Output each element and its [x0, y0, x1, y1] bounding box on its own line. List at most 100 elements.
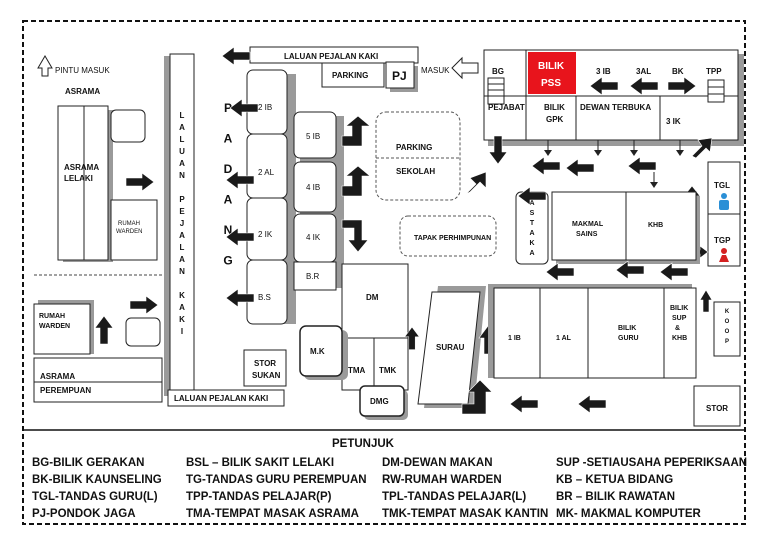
room-br: B.R	[306, 272, 320, 281]
laluan-bottom-label: LALUAN PEJALAN KAKI	[174, 394, 268, 403]
astaka-letter: A	[529, 230, 534, 237]
walkway-bottom: LALUAN PEJALAN KAKI	[167, 389, 285, 407]
legend-entry: KB – KETUA BIDANG	[556, 474, 673, 486]
padang-letter: N	[224, 223, 233, 237]
laluan-vertical-letter: L	[180, 243, 185, 252]
rumah-warden-bot-2: WARDEN	[39, 323, 70, 330]
legend-entry: TGL-TANDAS GURU(L)	[32, 491, 158, 503]
legend-title: PETUNJUK	[332, 438, 395, 450]
laluan-vertical-letter: N	[179, 267, 185, 276]
legend: PETUNJUK BG-BILIK GERAKAN BSL – BILIK SAK…	[32, 438, 747, 520]
room-4ik: 4 IK	[306, 233, 321, 242]
room-5ib: 5 IB	[306, 132, 320, 141]
rumah-warden-top-1: RUMAH	[118, 221, 140, 227]
laluan-vertical-letter: L	[180, 111, 185, 120]
asrama-lelaki-label-2: LELAKI	[64, 174, 93, 183]
astaka-letter: T	[530, 220, 535, 227]
legend-entry: MK- MAKMAL KOMPUTER	[556, 508, 701, 520]
khb-top-label: KHB	[648, 222, 663, 229]
stor-sukan-1: STOR	[254, 359, 276, 368]
asrama-perempuan-2: PEREMPUAN	[40, 386, 91, 395]
arrow	[125, 172, 155, 192]
dm-label: DM	[366, 293, 379, 302]
masuk-label: MASUK	[421, 66, 450, 75]
koop-letter: P	[725, 339, 729, 345]
astaka-letter: K	[529, 240, 534, 247]
bilik-pss	[528, 52, 576, 94]
bilik-sup-4: KHB	[672, 335, 687, 342]
dmg-label: DMG	[370, 397, 389, 406]
bg-label: BG	[492, 67, 504, 76]
legend-entry: TMA-TEMPAT MASAK ASRAMA	[186, 508, 359, 520]
laluan-vertical-letter: I	[181, 327, 183, 336]
legend-entry: TPL-TANDAS PELAJAR(L)	[382, 491, 526, 503]
tmk-label: TMK	[379, 366, 397, 375]
legend-entry: TMK-TEMPAT MASAK KANTIN	[382, 508, 548, 520]
asrama-lelaki-label-1: ASRAMA	[64, 163, 99, 172]
tgl-person-icon	[719, 193, 729, 210]
astaka-letter: S	[530, 210, 535, 217]
bilik-pss-2: PSS	[541, 78, 561, 89]
room-2ik: 2 IK	[258, 230, 273, 239]
room-2al: 2 AL	[258, 168, 275, 177]
parking-sekolah-1: PARKING	[396, 143, 432, 152]
laluan-vertical-letter: K	[179, 315, 185, 324]
guru-block: 1 IB 1 AL BILIK GURU BILIK SUP & KHB	[488, 284, 713, 379]
koop-letter: K	[725, 309, 730, 315]
dewan-terbuka-label: DEWAN TERBUKA	[580, 103, 651, 112]
laluan-vertical-letter: A	[179, 123, 185, 132]
dewan-makan: DM TMA TMK M.K STOR SUKAN DMG	[243, 263, 409, 420]
tma-label: TMA	[348, 366, 366, 375]
asrama-perempuan: RUMAH WARDEN ASRAMA PEREMPUAN	[33, 295, 163, 403]
legend-entry: BK-BILIK KAUNSELING	[32, 474, 162, 486]
legend-entry: DM-DEWAN MAKAN	[382, 457, 493, 469]
legend-entry: BG-BILIK GERAKAN	[32, 457, 144, 469]
tgl-label: TGL	[714, 181, 730, 190]
padang-letter: G	[223, 254, 232, 268]
laluan-vertical-letter: N	[179, 171, 185, 180]
room-1ib: 1 IB	[508, 335, 521, 342]
stor-sukan-2: SUKAN	[252, 371, 281, 380]
stor: STOR	[693, 385, 741, 427]
legend-entry: TG-TANDAS GURU PEREMPUAN	[186, 474, 367, 486]
admin-block: BG BILIK PSS 3 IB 3AL BK TPP PEJABAT BIL…	[483, 49, 744, 188]
pejabat-label: PEJABAT	[488, 103, 525, 112]
asrama-label: ASRAMA	[65, 87, 100, 96]
legend-entry: PJ-PONDOK JAGA	[32, 508, 136, 520]
tapak-label: TAPAK PERHIMPUNAN	[414, 235, 491, 242]
surau-label: SURAU	[436, 343, 465, 352]
laluan-vertical-letter: A	[179, 255, 185, 264]
pj-label: PJ	[392, 69, 407, 83]
asrama-lelaki: ASRAMA LELAKI RUMAH WARDEN	[57, 105, 158, 262]
tapak-perhimpunan: TAPAK PERHIMPUNAN	[399, 215, 497, 257]
laluan-vertical-letter: E	[179, 207, 185, 216]
room-bs: B.S	[258, 293, 271, 302]
bilik-pss-1: BILIK	[538, 61, 565, 72]
entrance-marker: PINTU MASUK	[37, 55, 110, 77]
bilik-guru-1: BILIK	[618, 325, 636, 332]
tgp-person-icon	[719, 248, 729, 262]
room-1al: 1 AL	[556, 335, 572, 342]
padang-letter: D	[224, 162, 233, 176]
laluan-vertical-letter: K	[179, 291, 185, 300]
surau: SURAU	[404, 286, 607, 415]
legend-entry: RW-RUMAH WARDEN	[382, 474, 502, 486]
padang-letter: P	[224, 101, 232, 115]
room-3al: 3AL	[636, 67, 651, 76]
bilik-gpk-1: BILIK	[544, 103, 565, 112]
bilik-sup-3: &	[675, 325, 680, 332]
koop-letter: O	[725, 329, 730, 335]
parking-small-label: PARKING	[332, 71, 368, 80]
laluan-vertical-letter: U	[179, 147, 185, 156]
laluan-vertical-letter: J	[180, 219, 184, 228]
tpp-label: TPP	[706, 67, 722, 76]
bilik-guru-2: GURU	[618, 335, 639, 342]
astaka-letter: A	[529, 250, 534, 257]
legend-entry: BSL – BILIK SAKIT LELAKI	[186, 457, 334, 469]
parking-sekolah-2: SEKOLAH	[396, 167, 435, 176]
astaka-letter: A	[529, 200, 534, 207]
